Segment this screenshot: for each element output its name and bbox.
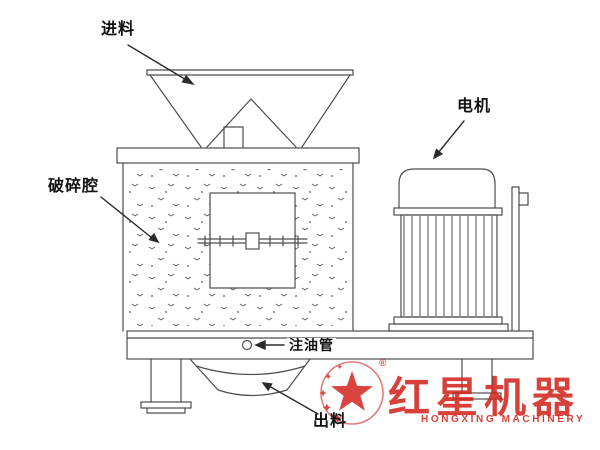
- feed-hopper: [146, 69, 354, 148]
- motor-arrow: [437, 120, 465, 154]
- oil-port: [241, 339, 253, 351]
- motor-base: [388, 323, 509, 332]
- right-leg: [452, 358, 502, 400]
- motor: [388, 168, 529, 332]
- chamber-arrow: [100, 196, 153, 239]
- motor-cap: [398, 168, 496, 209]
- star-logo: [319, 361, 384, 425]
- motor-bracket: [518, 192, 529, 206]
- left-leg: [140, 358, 192, 414]
- discharge-leader: [268, 385, 319, 415]
- watermark-brand-en: HONGXING MACHINERY: [421, 414, 586, 425]
- watermark-registered-mark: ®: [379, 358, 387, 369]
- label-discharge: 出料: [313, 413, 348, 430]
- inner-cone: [206, 98, 297, 148]
- label-motor: 电机: [457, 98, 492, 115]
- label-oil-pipe: 注油管: [287, 337, 336, 353]
- annotation-arrows: [100, 44, 465, 415]
- rotor-assembly: [197, 192, 308, 289]
- watermark-brand-cn: 红星机器: [388, 374, 581, 421]
- feed-arrow: [127, 44, 189, 82]
- label-crushing-chamber: 破碎腔: [48, 178, 100, 195]
- label-feed: 进料: [101, 21, 136, 38]
- discharge-chute: [189, 358, 311, 397]
